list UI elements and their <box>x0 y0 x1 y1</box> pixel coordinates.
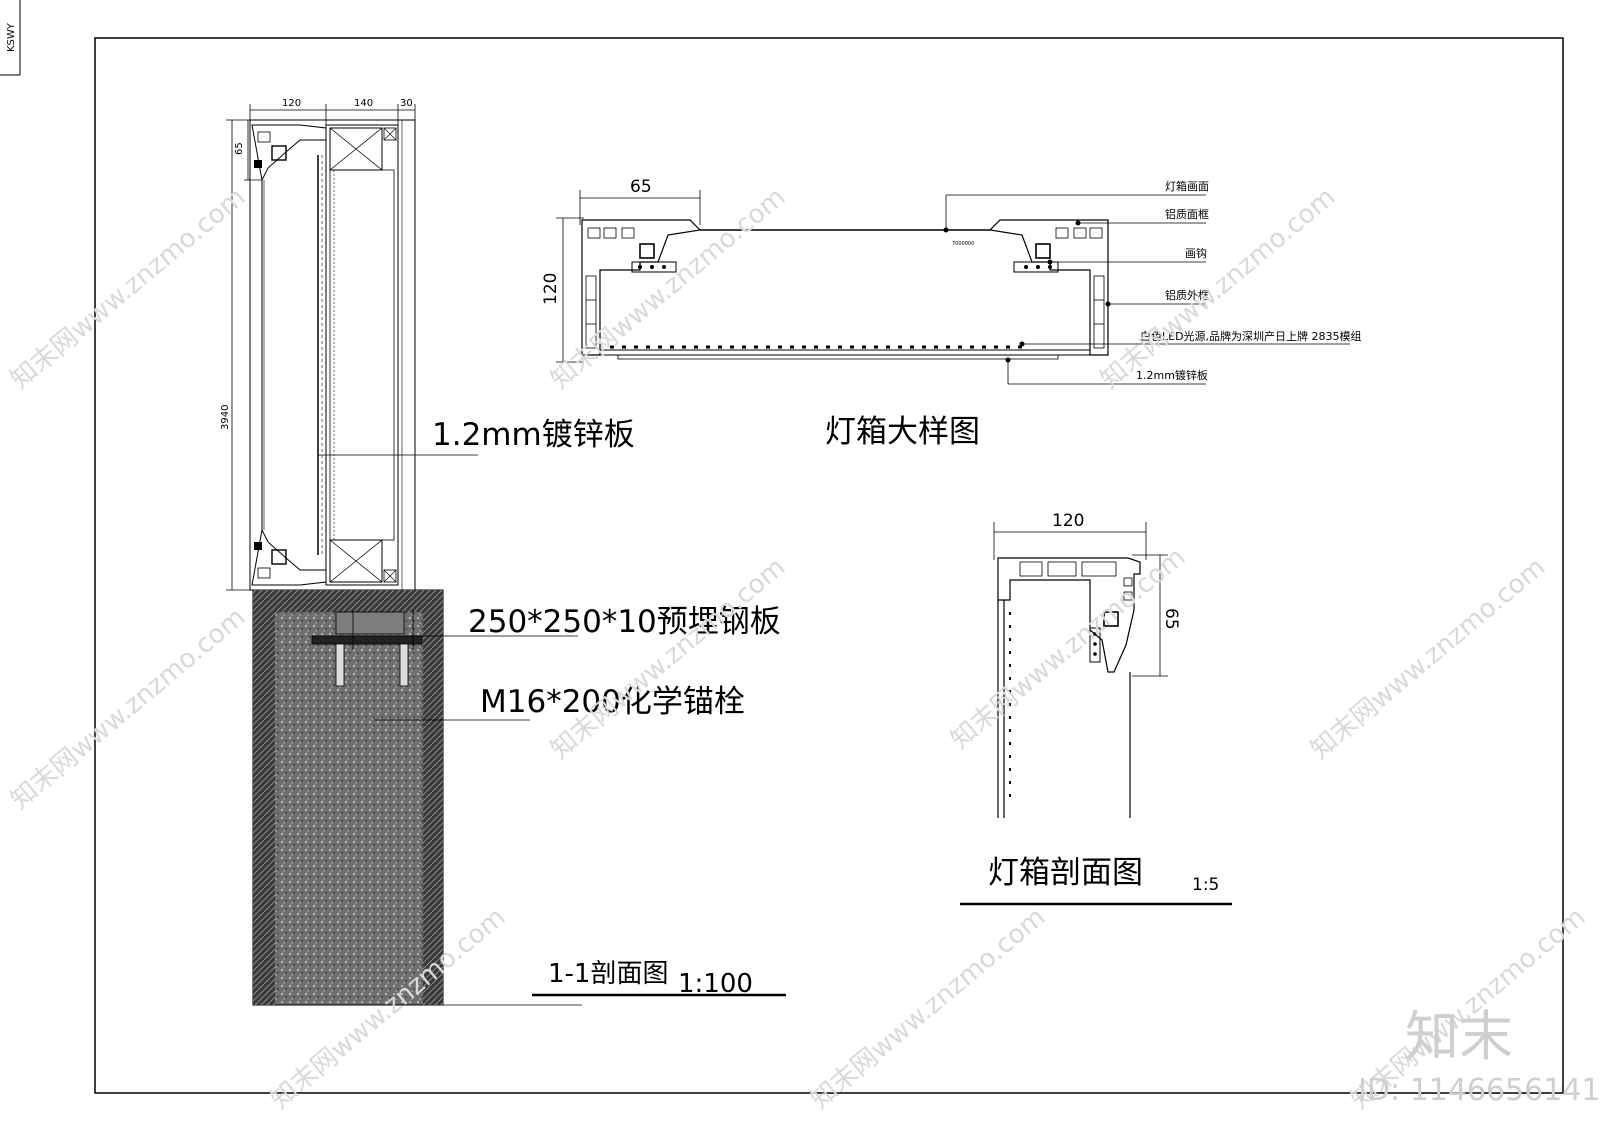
watermark-text: 知末网www.znzmo.com <box>5 182 251 395</box>
watermark-text: 知末网www.znzmo.com <box>5 602 251 815</box>
corner-tag: KSWY <box>0 0 21 76</box>
dim-30: 30 <box>400 98 413 109</box>
callout-light-box-face: 灯箱画面 <box>1165 179 1209 193</box>
lightbox-small-text: 7000000 <box>952 241 974 247</box>
label-galvanized-plate: 1.2mm镀锌板 <box>432 417 635 453</box>
callout-led-light-source: 白色LED光源,品牌为深圳产日上牌 2835模组 <box>1140 329 1362 343</box>
lightbox-section: 120 65 灯箱剖面图 1:5 <box>960 511 1232 906</box>
lightbox-detail: 65 120 7000000 <box>541 177 1362 450</box>
dim-65: 65 <box>234 142 245 155</box>
label-embedded-steel-plate: 250*250*10预埋钢板 <box>468 604 781 640</box>
watermark-layer: 知末网www.znzmo.com 知末网www.znzmo.com 知末网www… <box>5 182 1600 1115</box>
callout-picture-hook: 画钩 <box>1185 246 1207 260</box>
corner-tag-text: KSWY <box>6 22 17 52</box>
watermark-text: 知末网www.znzmo.com <box>945 542 1191 755</box>
watermark-text: 知末网www.znzmo.com <box>1095 182 1341 395</box>
callout-aluminum-face-frame: 铝质面框 <box>1165 207 1209 221</box>
lightbox-dim-120: 120 <box>541 273 561 305</box>
dim-120: 120 <box>282 98 301 109</box>
lightbox-section-scale: 1:5 <box>1192 875 1219 895</box>
watermark-logo: 知末 <box>1405 1005 1513 1068</box>
watermark-text: 知末网www.znzmo.com <box>805 902 1051 1115</box>
section-1-1: 120 140 30 65 3940 <box>220 98 786 1006</box>
callout-aluminum-outer-frame: 铝质外框 <box>1165 288 1209 302</box>
callout-galvanized-plate: 1.2mm镀锌板 <box>1136 368 1208 382</box>
watermark-text: 知末网www.znzmo.com <box>1305 552 1551 765</box>
sheet-border <box>94 37 1564 1094</box>
dim-3940: 3940 <box>220 405 231 430</box>
lightbox-section-title: 灯箱剖面图 <box>988 855 1143 891</box>
lightbox-dim-65: 65 <box>630 177 652 197</box>
watermark-id: ID: 1146656141 <box>1358 1073 1600 1108</box>
watermark-text: 知末网www.znzmo.com <box>545 552 791 765</box>
section-dim-65: 65 <box>1161 608 1181 630</box>
section-1-1-title: 1-1剖面图 <box>548 959 668 989</box>
label-chemical-anchor: M16*200化学锚栓 <box>480 684 745 720</box>
lightbox-detail-title: 灯箱大样图 <box>825 414 980 450</box>
dim-140: 140 <box>354 98 373 109</box>
section-dim-120: 120 <box>1052 511 1084 531</box>
